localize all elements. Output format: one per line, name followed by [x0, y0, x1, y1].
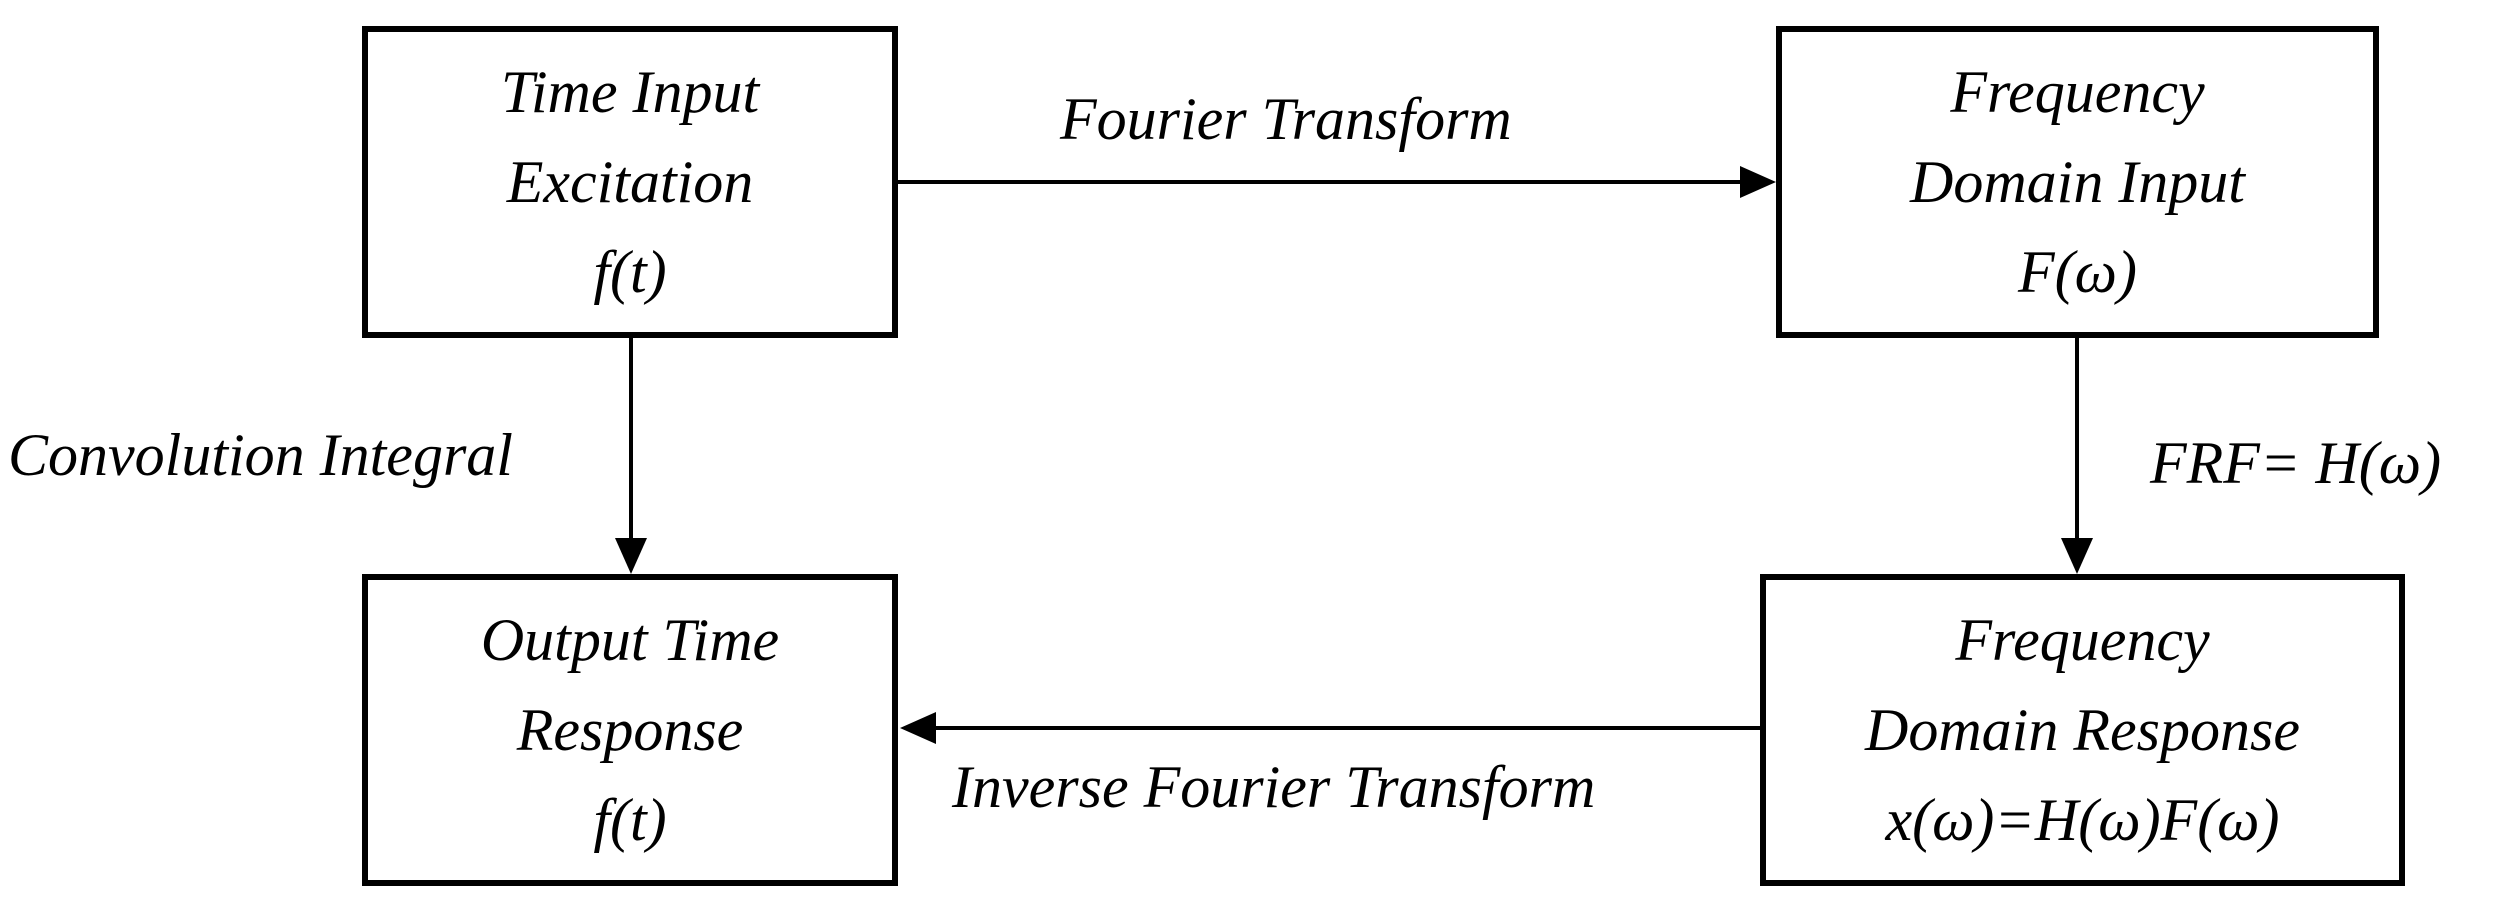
- node-label-line: Frequency: [1955, 607, 2210, 673]
- arrow-convolution-integral: [615, 336, 647, 574]
- edge-label-inverse-fourier-transform: Inverse Fourier Transform: [952, 754, 1596, 820]
- node-label-line: x(ω)=H(ω)F(ω): [1885, 787, 2280, 853]
- arrow-inverse-fourier-transform: [900, 712, 1760, 744]
- edge-label-fourier-transform: Fourier Transform: [1060, 86, 1512, 152]
- node-label-line: Response: [516, 697, 744, 763]
- node-time-input-excitation: Time Input Excitation f(t): [362, 26, 898, 338]
- arrow-fourier-transform: [898, 166, 1776, 198]
- edge-label-frf: FRF= H(ω): [2150, 430, 2442, 496]
- node-label-line: F(ω): [2018, 239, 2137, 305]
- node-label-line: Time Input: [500, 59, 760, 125]
- node-label-line: Excitation: [506, 149, 754, 215]
- node-label-line: Output Time: [480, 607, 780, 673]
- node-label-line: f(t): [593, 787, 667, 853]
- edge-label-convolution-integral: Convolution Integral: [8, 422, 513, 488]
- node-label-line: f(t): [593, 239, 667, 305]
- node-label-line: Domain Input: [1910, 149, 2245, 215]
- node-label-line: Frequency: [1950, 59, 2205, 125]
- node-label-line: Domain Response: [1865, 697, 2300, 763]
- node-frequency-domain-input: Frequency Domain Input F(ω): [1776, 26, 2379, 338]
- arrow-frf: [2061, 336, 2093, 574]
- node-output-time-response: Output Time Response f(t): [362, 574, 898, 886]
- node-frequency-domain-response: Frequency Domain Response x(ω)=H(ω)F(ω): [1760, 574, 2405, 886]
